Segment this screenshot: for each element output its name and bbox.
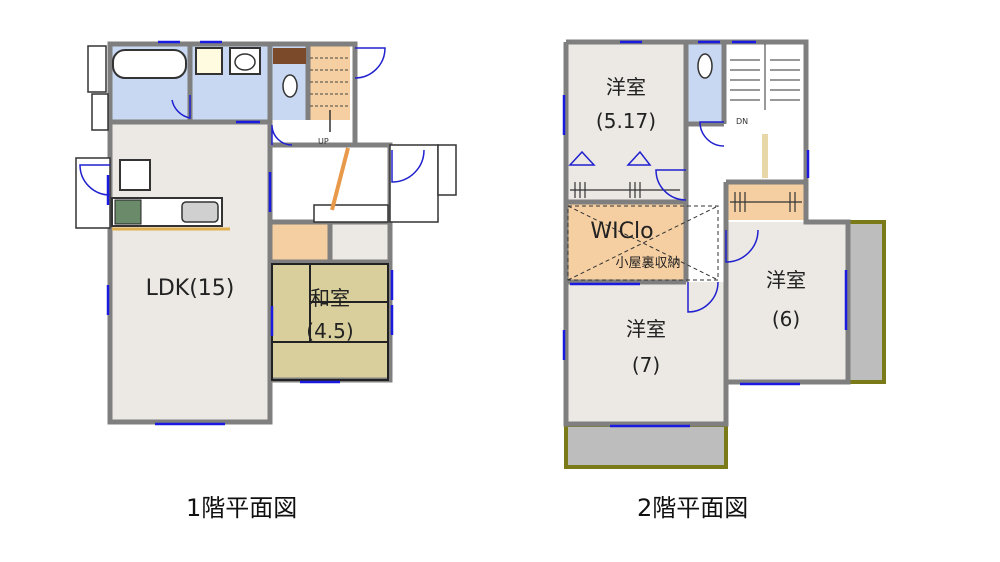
room-label-yoshitsu-b-name: 洋室 xyxy=(626,317,666,341)
room-label-ldk: LDK(15) xyxy=(146,276,235,301)
bathtub-icon xyxy=(112,49,187,79)
storage2-floor xyxy=(332,224,388,262)
step-box xyxy=(313,204,389,223)
fridge-icon xyxy=(119,159,151,191)
floor1-caption: 1階平面図 xyxy=(186,494,298,522)
floor2-caption: 2階平面図 xyxy=(637,494,749,522)
porch-box xyxy=(437,144,457,196)
outdoor-unit-icon xyxy=(87,45,107,93)
toilet2-icon xyxy=(697,53,713,79)
vanity-icon xyxy=(195,47,223,75)
room-label-attic-storage: 小屋裏収納 xyxy=(615,256,680,271)
balcony-south xyxy=(564,423,728,469)
toilet1-icon xyxy=(282,74,298,98)
room-label-yoshitsu-c-name: 洋室 xyxy=(766,268,806,292)
room-label-washitsu-name: 和室 xyxy=(310,286,350,310)
stair1-floor xyxy=(308,46,350,120)
floor2-plan: DN xyxy=(562,39,886,469)
sink-bowl-icon xyxy=(234,53,256,71)
entry-step xyxy=(330,147,350,211)
stair2-label: DN xyxy=(736,117,748,126)
room-c-floor xyxy=(726,222,848,382)
washitsu-floor xyxy=(272,264,388,380)
room-label-washitsu-size: (4.5) xyxy=(306,319,353,343)
floor1-plan: UP LDK(15) xyxy=(75,40,457,426)
side-door-box xyxy=(75,157,111,229)
room-label-yoshitsu-c-size: (6) xyxy=(772,307,800,331)
balcony-east xyxy=(846,220,886,384)
room-label-yoshitsu-a-size: (5.17) xyxy=(596,109,656,133)
outdoor-unit-icon-2 xyxy=(91,93,109,131)
storage1-floor xyxy=(272,224,328,262)
kitchen-sink-icon xyxy=(181,201,219,223)
entry-box xyxy=(389,144,439,223)
room-label-wic: WIClo xyxy=(590,219,653,244)
washer-icon xyxy=(273,48,306,64)
stove-icon xyxy=(114,199,142,225)
stair1-label: UP xyxy=(318,137,329,146)
room-label-yoshitsu-a-name: 洋室 xyxy=(606,75,646,99)
stair2-floor xyxy=(726,44,806,134)
room-label-yoshitsu-b-size: (7) xyxy=(632,353,660,377)
room-a-floor xyxy=(566,44,686,202)
wic-floor xyxy=(566,204,684,280)
room-b-floor xyxy=(566,282,726,424)
